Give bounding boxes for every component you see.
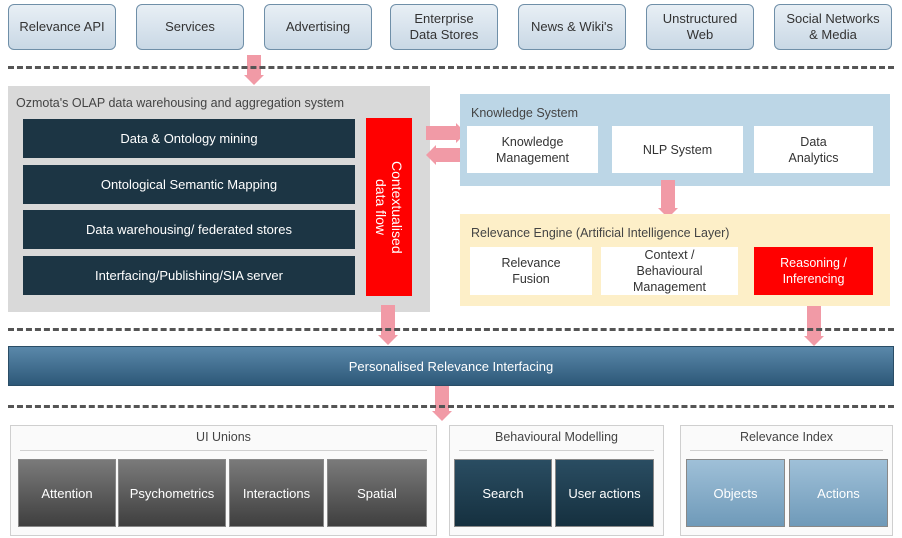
separator-top bbox=[8, 66, 894, 69]
contextualised-data-flow-label: Contextualised data flow bbox=[373, 160, 405, 254]
olap-row-interfacing-server: Interfacing/Publishing/SIA server bbox=[23, 256, 355, 295]
relevance-engine-title: Relevance Engine (Artificial Intelligenc… bbox=[471, 226, 730, 240]
ui-unions-divider bbox=[20, 450, 427, 451]
arrow-down-bar-to-groups bbox=[432, 386, 452, 422]
olap-row-ontology-mining: Data & Ontology mining bbox=[23, 119, 355, 158]
relevance-index-divider bbox=[690, 450, 883, 451]
nlp-system-box: NLP System bbox=[612, 126, 743, 173]
source-news-wikis: News & Wiki's bbox=[518, 4, 626, 50]
contextualised-data-flow: Contextualised data flow bbox=[366, 118, 412, 296]
knowledge-system-title: Knowledge System bbox=[471, 106, 579, 120]
data-analytics-box: Data Analytics bbox=[754, 126, 873, 173]
relevance-fusion-box: Relevance Fusion bbox=[470, 247, 592, 295]
ui-unions-title: UI Unions bbox=[196, 430, 251, 444]
separator-bottom bbox=[8, 405, 894, 408]
separator-middle bbox=[8, 328, 894, 331]
behavioural-modelling-divider bbox=[459, 450, 654, 451]
arrow-left-from-knowledge bbox=[426, 145, 466, 165]
arrow-down-olap-to-bar bbox=[378, 305, 398, 347]
tile-search: Search bbox=[454, 459, 552, 527]
olap-row-data-warehousing: Data warehousing/ federated stores bbox=[23, 210, 355, 249]
tile-psychometrics: Psychometrics bbox=[118, 459, 226, 527]
tile-attention: Attention bbox=[18, 459, 116, 527]
tile-interactions: Interactions bbox=[229, 459, 324, 527]
tile-actions: Actions bbox=[789, 459, 888, 527]
behavioural-modelling-title: Behavioural Modelling bbox=[495, 430, 618, 444]
arrow-down-sources bbox=[244, 55, 264, 85]
relevance-index-title: Relevance Index bbox=[739, 430, 834, 444]
olap-row-semantic-mapping: Ontological Semantic Mapping bbox=[23, 165, 355, 204]
knowledge-management-box: Knowledge Management bbox=[467, 126, 598, 173]
source-enterprise-data-stores: Enterprise Data Stores bbox=[390, 4, 498, 50]
source-unstructured-web: Unstructured Web bbox=[646, 4, 754, 50]
tile-spatial: Spatial bbox=[327, 459, 427, 527]
source-services: Services bbox=[136, 4, 244, 50]
reasoning-inferencing-box: Reasoning / Inferencing bbox=[754, 247, 873, 295]
arrow-down-knowledge-to-engine bbox=[658, 180, 678, 220]
context-behavioural-management-box: Context / Behavioural Management bbox=[601, 247, 738, 295]
source-social-networks-media: Social Networks & Media bbox=[774, 4, 892, 50]
source-relevance-api: Relevance API bbox=[8, 4, 116, 50]
personalised-relevance-interfacing-bar: Personalised Relevance Interfacing bbox=[8, 346, 894, 386]
tile-objects: Objects bbox=[686, 459, 785, 527]
tile-user-actions: User actions bbox=[555, 459, 654, 527]
source-advertising: Advertising bbox=[264, 4, 372, 50]
olap-title: Ozmota's OLAP data warehousing and aggre… bbox=[16, 96, 345, 110]
arrow-down-engine-to-bar bbox=[804, 306, 824, 348]
